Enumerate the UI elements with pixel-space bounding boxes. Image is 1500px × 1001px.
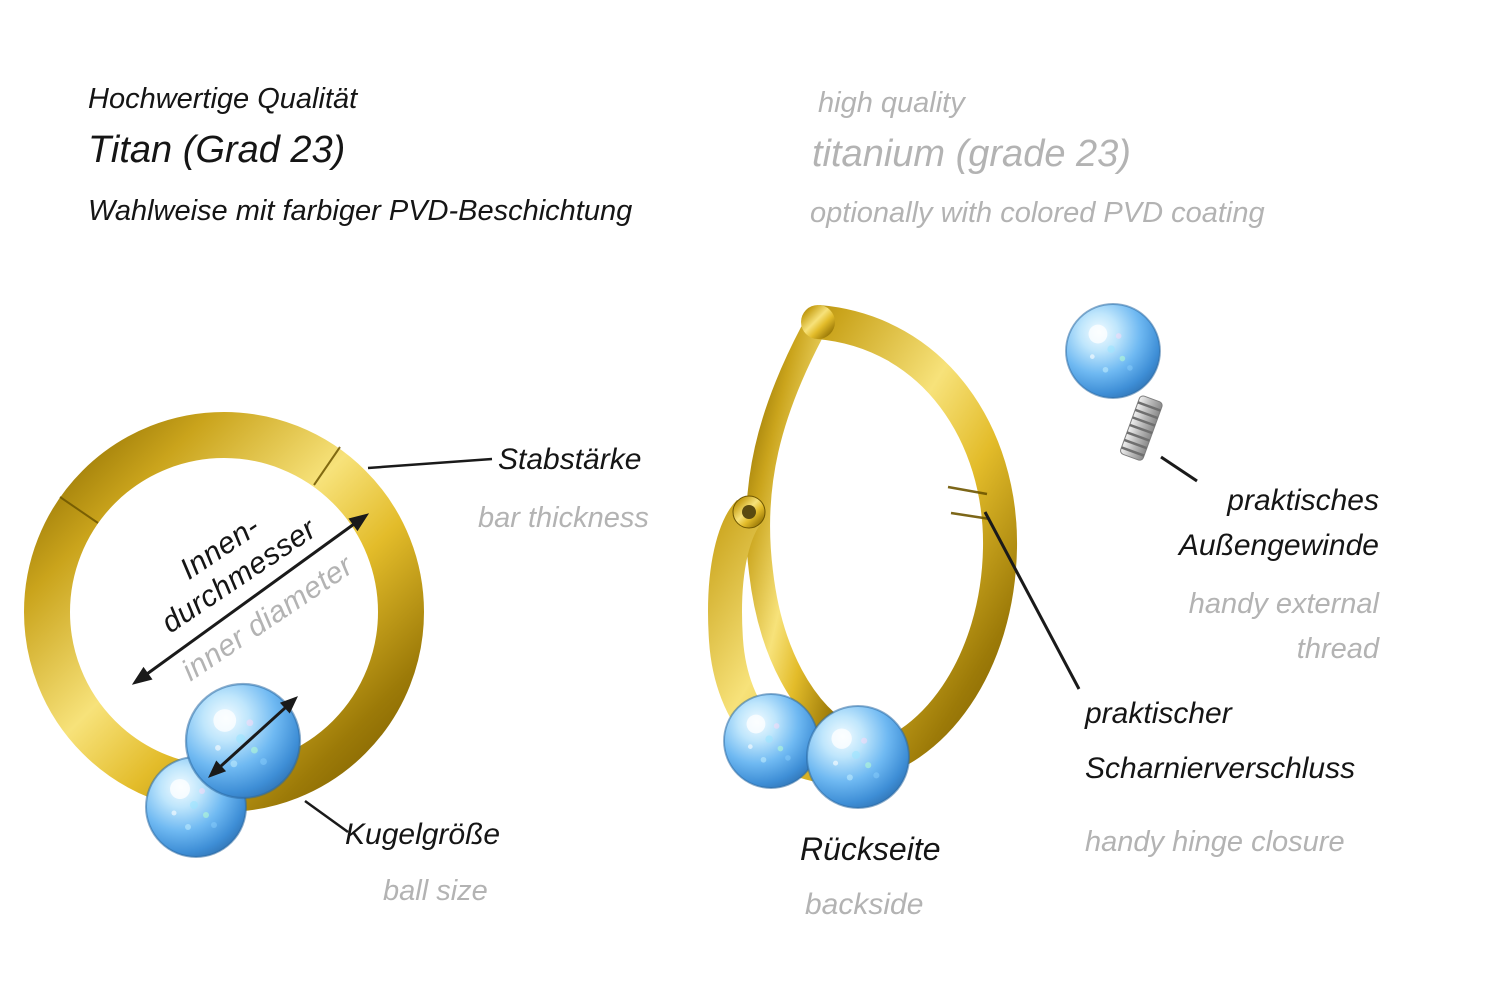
ball-size-label-de: Kugelgröße: [345, 818, 501, 851]
hinge-label-de-2: Scharnierverschluss: [1085, 752, 1356, 785]
hinge-seam-line: [950, 511, 991, 521]
title-en-coating: optionally with colored PVD coating: [810, 197, 1265, 229]
bar-thickness-pointer-line: [367, 457, 493, 470]
backside-label-en: backside: [805, 888, 924, 921]
hinge-seam-line: [947, 485, 988, 496]
thread-label-de-1: praktisches: [1227, 484, 1379, 517]
hinge-pointer-line: [983, 511, 1081, 690]
bar-thickness-label-en: bar thickness: [478, 502, 649, 534]
opal-ball-right-left: [723, 693, 819, 789]
bar-thickness-label-de: Stabstärke: [498, 443, 642, 476]
thread-label-de-2: Außengewinde: [1178, 529, 1379, 562]
ring-open-end-hole: [742, 505, 756, 519]
segment-seam-line: [313, 446, 341, 486]
hinge-label-en: handy hinge closure: [1085, 826, 1345, 858]
hinge-label-de-1: praktischer: [1085, 697, 1232, 730]
ball-size-label-en: ball size: [383, 875, 488, 907]
ball-size-arrow: [208, 696, 298, 778]
opal-ball-right-right: [805, 704, 911, 810]
ball-size-pointer-line: [304, 799, 349, 834]
thread-label-en-2: thread: [1296, 633, 1379, 665]
opal-ball-left-upper: [184, 682, 302, 800]
title-en-material: titanium (grade 23): [812, 133, 1131, 175]
title-en-quality: high quality: [818, 87, 965, 119]
thread-pointer-line: [1160, 455, 1198, 483]
title-de-quality: Hochwertige Qualität: [88, 83, 358, 115]
backside-label-de: Rückseite: [800, 831, 941, 867]
title-de-material: Titan (Grad 23): [88, 129, 346, 171]
ring-far-band: [746, 326, 860, 752]
screw-thread: [1120, 395, 1163, 461]
opal-ball-threaded: [1065, 303, 1161, 399]
ring-top-cap: [801, 305, 835, 339]
threaded-ball-assembly: [1065, 303, 1163, 461]
title-de-coating: Wahlweise mit farbiger PVD-Beschichtung: [88, 195, 633, 227]
thread-label-en-1: handy external: [1188, 588, 1379, 620]
inner-diameter-arrow: [131, 513, 370, 685]
segment-seam-line: [59, 496, 99, 524]
